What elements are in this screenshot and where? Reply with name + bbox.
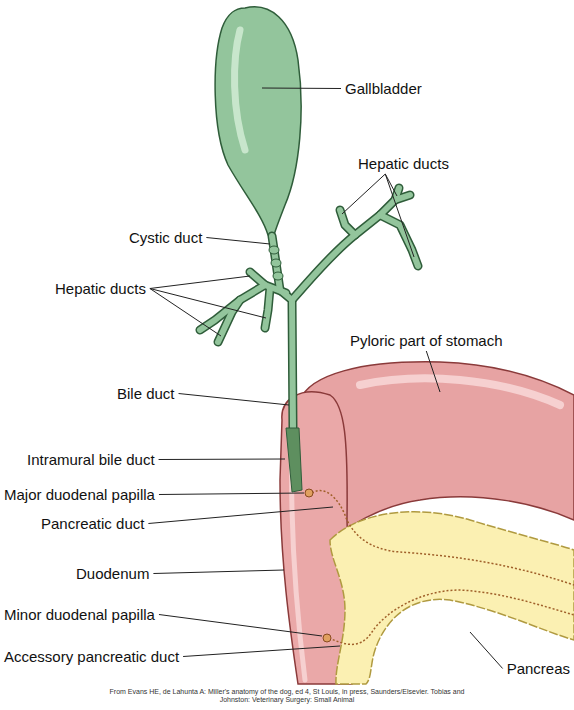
pancreatic-duct bbox=[312, 491, 574, 585]
part-label: Gallbladder bbox=[345, 80, 422, 97]
gallbladder-shape bbox=[215, 7, 301, 235]
leader-line bbox=[150, 276, 250, 289]
part-label: Pyloric part of stomach bbox=[350, 332, 503, 349]
intramural-bile-duct bbox=[286, 428, 302, 492]
leader-line bbox=[262, 88, 341, 90]
cystic-duct-beads bbox=[269, 246, 283, 280]
part-label: Hepatic ducts bbox=[55, 280, 146, 297]
major-papilla bbox=[305, 489, 313, 497]
part-label: Bile duct bbox=[117, 385, 175, 402]
stomach-highlight bbox=[360, 378, 560, 405]
part-label: Intramural bile duct bbox=[27, 451, 155, 468]
leader-line bbox=[342, 174, 385, 214]
leader-line bbox=[150, 289, 266, 319]
leader-line bbox=[159, 615, 322, 637]
part-label: Minor duodenal papilla bbox=[4, 606, 155, 623]
leader-line bbox=[426, 351, 440, 392]
leader-line bbox=[159, 493, 304, 495]
leader-line bbox=[159, 459, 285, 461]
duct-fill bbox=[200, 188, 418, 430]
leader-line bbox=[153, 570, 284, 574]
part-label: Cystic duct bbox=[129, 229, 202, 246]
minor-papilla bbox=[323, 634, 331, 642]
part-label: Major duodenal papilla bbox=[4, 486, 155, 503]
leader-line bbox=[183, 646, 340, 657]
gallbladder-highlight bbox=[235, 30, 245, 150]
leader-line bbox=[385, 174, 414, 257]
duct-outline bbox=[200, 188, 418, 430]
leader-line bbox=[179, 394, 289, 406]
leader-line bbox=[470, 632, 503, 669]
part-label: Accessory pancreatic duct bbox=[4, 648, 179, 665]
leader-line bbox=[206, 238, 270, 245]
part-label: Duodenum bbox=[76, 565, 149, 582]
pancreas-shape bbox=[330, 512, 574, 684]
part-label: Pancreas bbox=[507, 660, 570, 677]
accessory-pancreatic-duct bbox=[329, 590, 574, 644]
leader-line bbox=[148, 507, 333, 524]
part-label: Pancreatic duct bbox=[41, 515, 144, 532]
source-caption: From Evans HE, de Lahunta A: Miller's an… bbox=[97, 688, 477, 704]
leader-line bbox=[150, 289, 221, 337]
leader-line bbox=[385, 174, 397, 196]
part-label: Hepatic ducts bbox=[358, 155, 449, 172]
